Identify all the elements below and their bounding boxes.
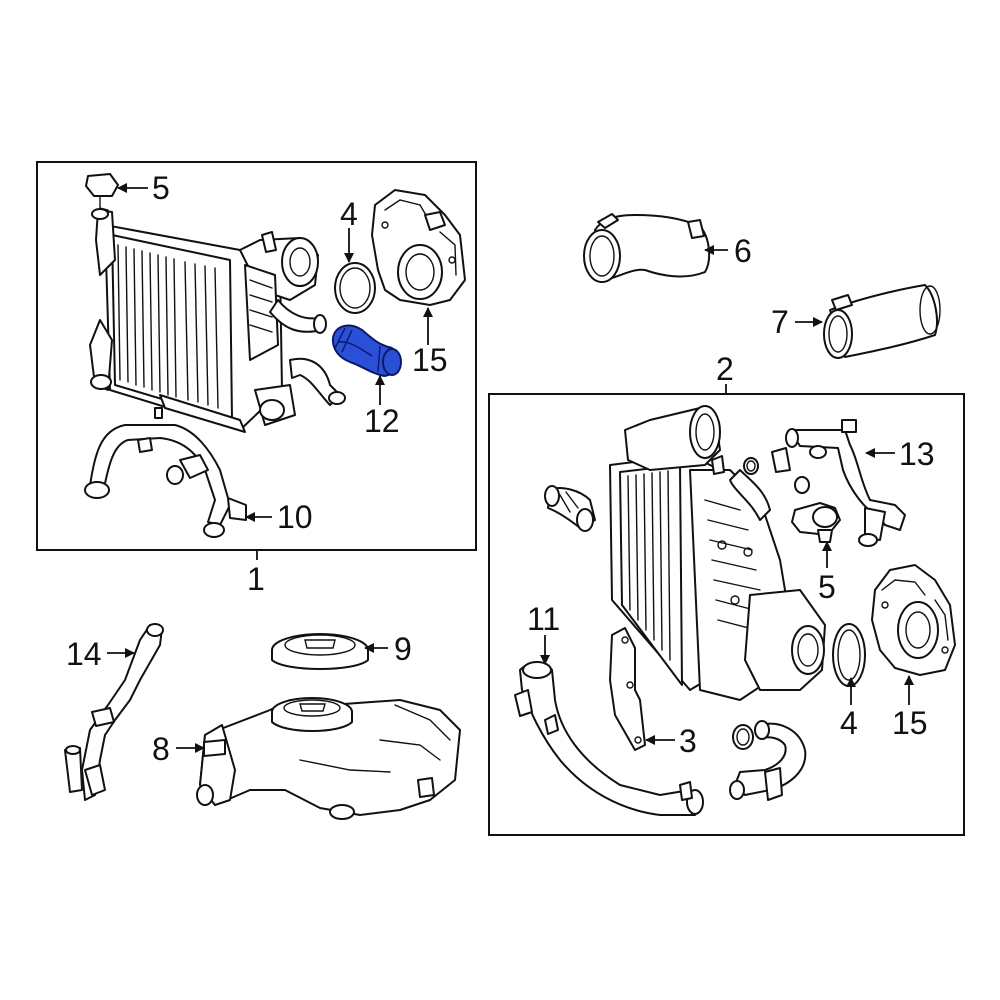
callout-8-reservoir: 8	[152, 731, 170, 767]
callout-5-sensor-box2: 5	[818, 569, 836, 605]
callout-3-bracket: 3	[679, 723, 697, 759]
hose-6	[583, 213, 711, 283]
pipe-13	[785, 419, 906, 547]
callout-6-hose: 6	[734, 233, 752, 269]
callout-1-assembly: 1	[247, 561, 265, 597]
callout-11-pipe: 11	[527, 601, 560, 637]
callout-7-hose: 7	[771, 304, 789, 340]
gasket-4-box2	[832, 623, 866, 687]
pipe-10	[84, 407, 247, 538]
intercooler-assembly-2	[609, 405, 826, 701]
callout-9-cap: 9	[394, 631, 412, 667]
callout-2-assembly: 2	[716, 351, 734, 387]
seal-rings-2	[743, 447, 810, 494]
sensor-5-top	[85, 173, 119, 220]
throttle-body-15-box2	[871, 564, 956, 676]
hose-7	[823, 284, 941, 359]
hose-14	[64, 623, 164, 801]
callout-13-pipe: 13	[899, 436, 935, 472]
callout-15-throttle-box2: 15	[892, 705, 928, 741]
sensor-5-box2	[791, 502, 841, 543]
intercooler-assembly-1	[89, 209, 319, 433]
gasket-4-top	[334, 262, 376, 314]
hose-small-2b	[544, 485, 596, 532]
callout-4-gasket-top: 4	[340, 196, 358, 232]
hose-small-1	[269, 299, 327, 334]
callout-14-hose: 14	[66, 636, 102, 672]
callout-12-hose: 12	[364, 403, 400, 439]
callout-10-pipe: 10	[277, 499, 313, 535]
callout-5-sensor-top: 5	[152, 170, 170, 206]
callout-4-gasket-box2: 4	[840, 705, 858, 741]
throttle-body-15-top	[371, 189, 466, 306]
bracket-3	[609, 627, 646, 751]
pipe-11	[514, 661, 704, 816]
hose-bottom-2	[729, 720, 807, 801]
cap-9	[271, 633, 369, 670]
reservoir-8	[196, 697, 461, 820]
callout-15-throttle-top: 15	[412, 342, 448, 378]
hose-12-highlighted	[331, 324, 402, 378]
hose-small-2	[289, 357, 346, 406]
